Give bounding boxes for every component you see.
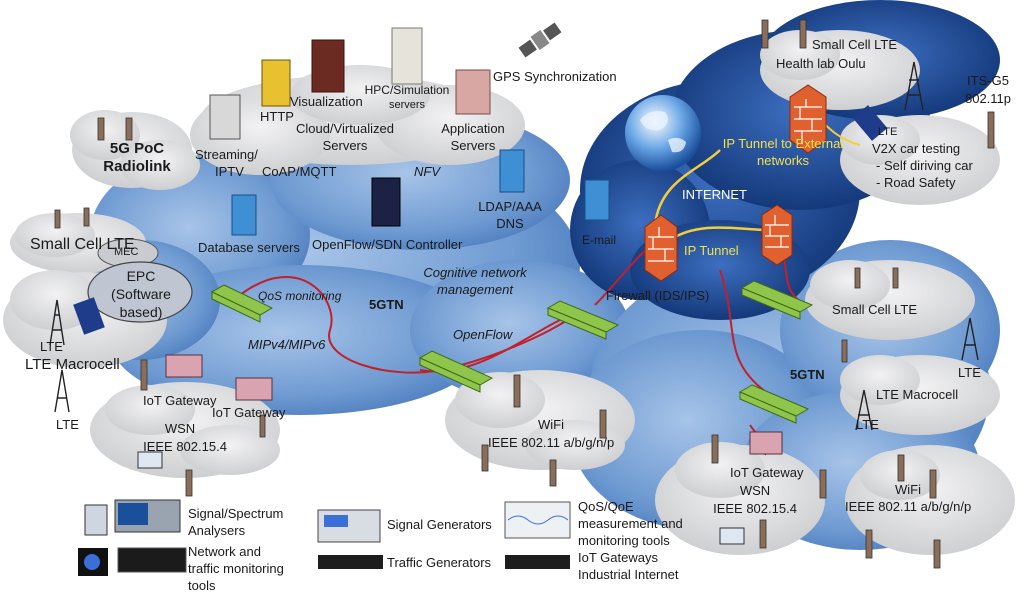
epc-label-1: EPC [126, 268, 156, 284]
application-label: Application [441, 121, 505, 136]
server-icons [209, 27, 610, 236]
iot-gateway-2-label: IoT Gateway [212, 405, 286, 420]
wifi-mid-label: WiFi [538, 417, 564, 432]
5gtn-left-label: 5GTN [369, 297, 404, 312]
cloud-virtualized-label: Cloud/Virtualized [295, 121, 395, 136]
hpc-servers-label: servers [388, 99, 426, 111]
wifi-right-label: WiFi [895, 482, 921, 497]
openflow-label: OpenFlow [453, 327, 513, 342]
legend-signal-analysers-2: Analysers [188, 523, 246, 538]
antenna-icons [54, 19, 995, 569]
small-cell-lte-top-label: Small Cell LTE [812, 37, 898, 52]
its-g5-label: ITS-G5 [967, 73, 1009, 88]
poc-label-1: 5G PoC [109, 140, 165, 157]
http-label: HTTP [260, 109, 294, 124]
legend-signal-generators: Signal Generators [387, 517, 492, 532]
firewall-icons [644, 84, 827, 282]
lte-right-label: LTE [958, 365, 981, 380]
legend-qos-2: measurement and [578, 516, 683, 531]
ip-tunnel-external-label-1: IP Tunnel to External [722, 136, 844, 151]
nfv-label: NFV [414, 164, 440, 179]
tower-icons [49, 61, 979, 431]
ip-tunnel-external-label-2: networks [756, 153, 810, 168]
ieee-right-wsn-label: IEEE 802.15.4 [713, 501, 797, 516]
ieee-right-wifi-label: IEEE 802.11 a/b/g/n/p [845, 499, 972, 514]
database-label: Database servers [198, 240, 300, 255]
visualization-label: Visualization [290, 94, 363, 109]
iot-gateway-1-label: IoT Gateway [143, 393, 217, 408]
legend-qos-1: QoS/QoE [578, 499, 634, 514]
legend-traffic-generators: Traffic Generators [387, 555, 492, 570]
iptv-label: IPTV [215, 164, 244, 179]
mipv-label: MIPv4/MIPv6 [248, 337, 326, 352]
dns-label: DNS [496, 216, 524, 231]
gps-label: GPS Synchronization [493, 69, 617, 84]
legend-signal-analysers-1: Signal/Spectrum [188, 506, 284, 521]
cloud-servers-label: Servers [322, 138, 368, 153]
wsn-right-label: WSN [739, 483, 771, 498]
ip-tunnel-label: IP Tunnel [684, 243, 739, 258]
v2x-label-3: - Road Safety [876, 175, 956, 190]
lte-label-a: LTE [40, 339, 63, 354]
gateway-icons [165, 354, 783, 455]
lte-macrocell-left-label: LTE Macrocell [25, 356, 120, 373]
small-cell-lte-right-label: Small Cell LTE [832, 302, 918, 317]
lte-v2x-label: LTE [878, 126, 898, 138]
iot-gateway-right-label: IoT Gateway [730, 465, 804, 480]
legend-qos-4: IoT Gateways [578, 550, 658, 565]
hpc-label: HPC/Simulation [364, 83, 450, 97]
legend-network-tools-2: traffic monitoring [188, 561, 284, 576]
coap-label: CoAP/MQTT [262, 164, 337, 179]
legend-network-tools-1: Network and [188, 544, 261, 559]
internet-label: INTERNET [682, 187, 747, 202]
its-std-label: 802.11p [964, 91, 1012, 106]
lte-right2-label: LTE [856, 417, 879, 432]
core-network-cloud [60, 110, 630, 415]
mec-label: MEC [114, 246, 139, 258]
legend-qos-5: Industrial Internet [578, 567, 679, 582]
ieee-mid-label: IEEE 802.11 a/b/g/n/p [488, 435, 615, 450]
qos-monitoring-label: QoS monitoring [258, 289, 342, 303]
satellite-icon [518, 22, 562, 58]
legend-device-icons [78, 499, 571, 576]
email-label: E-mail [582, 233, 617, 247]
health-lab-label: Health lab Oulu [776, 56, 866, 71]
v2x-label-2: - Self diriving car [876, 158, 973, 173]
switch-icons [210, 280, 814, 424]
legend-network-tools-3: tools [188, 578, 216, 593]
streaming-label: Streaming/ [195, 147, 258, 162]
lte-macrocell-right-label: LTE Macrocell [876, 387, 959, 402]
epc-label-3: based) [119, 304, 163, 320]
firewall-label: Firewall (IDS/IPS) [606, 288, 710, 303]
cognitive-label-2: management [437, 282, 513, 297]
ieee-left-label: IEEE 802.15.4 [143, 439, 227, 454]
device-icons [73, 105, 888, 545]
small-cell-lte-left-label: Small Cell LTE [30, 236, 135, 253]
epc-ellipse [87, 261, 193, 323]
legend-qos-3: monitoring tools [578, 533, 670, 548]
v2x-label-1: V2X car testing [872, 141, 961, 156]
application-servers-label: Servers [450, 138, 496, 153]
5gtn-right-label: 5GTN [790, 367, 825, 382]
lte-bottom-left-label: LTE [56, 417, 79, 432]
internet-globe-icon [625, 95, 701, 171]
cognitive-label-1: Cognitive network [423, 265, 527, 280]
poc-label-2: Radiolink [103, 158, 171, 175]
wsn-left-label: WSN [164, 421, 196, 436]
openflow-sdn-label: OpenFlow/SDN Controller [312, 237, 463, 252]
epc-label-2: (Software [111, 286, 171, 302]
ldap-label: LDAP/AAA [478, 199, 542, 214]
